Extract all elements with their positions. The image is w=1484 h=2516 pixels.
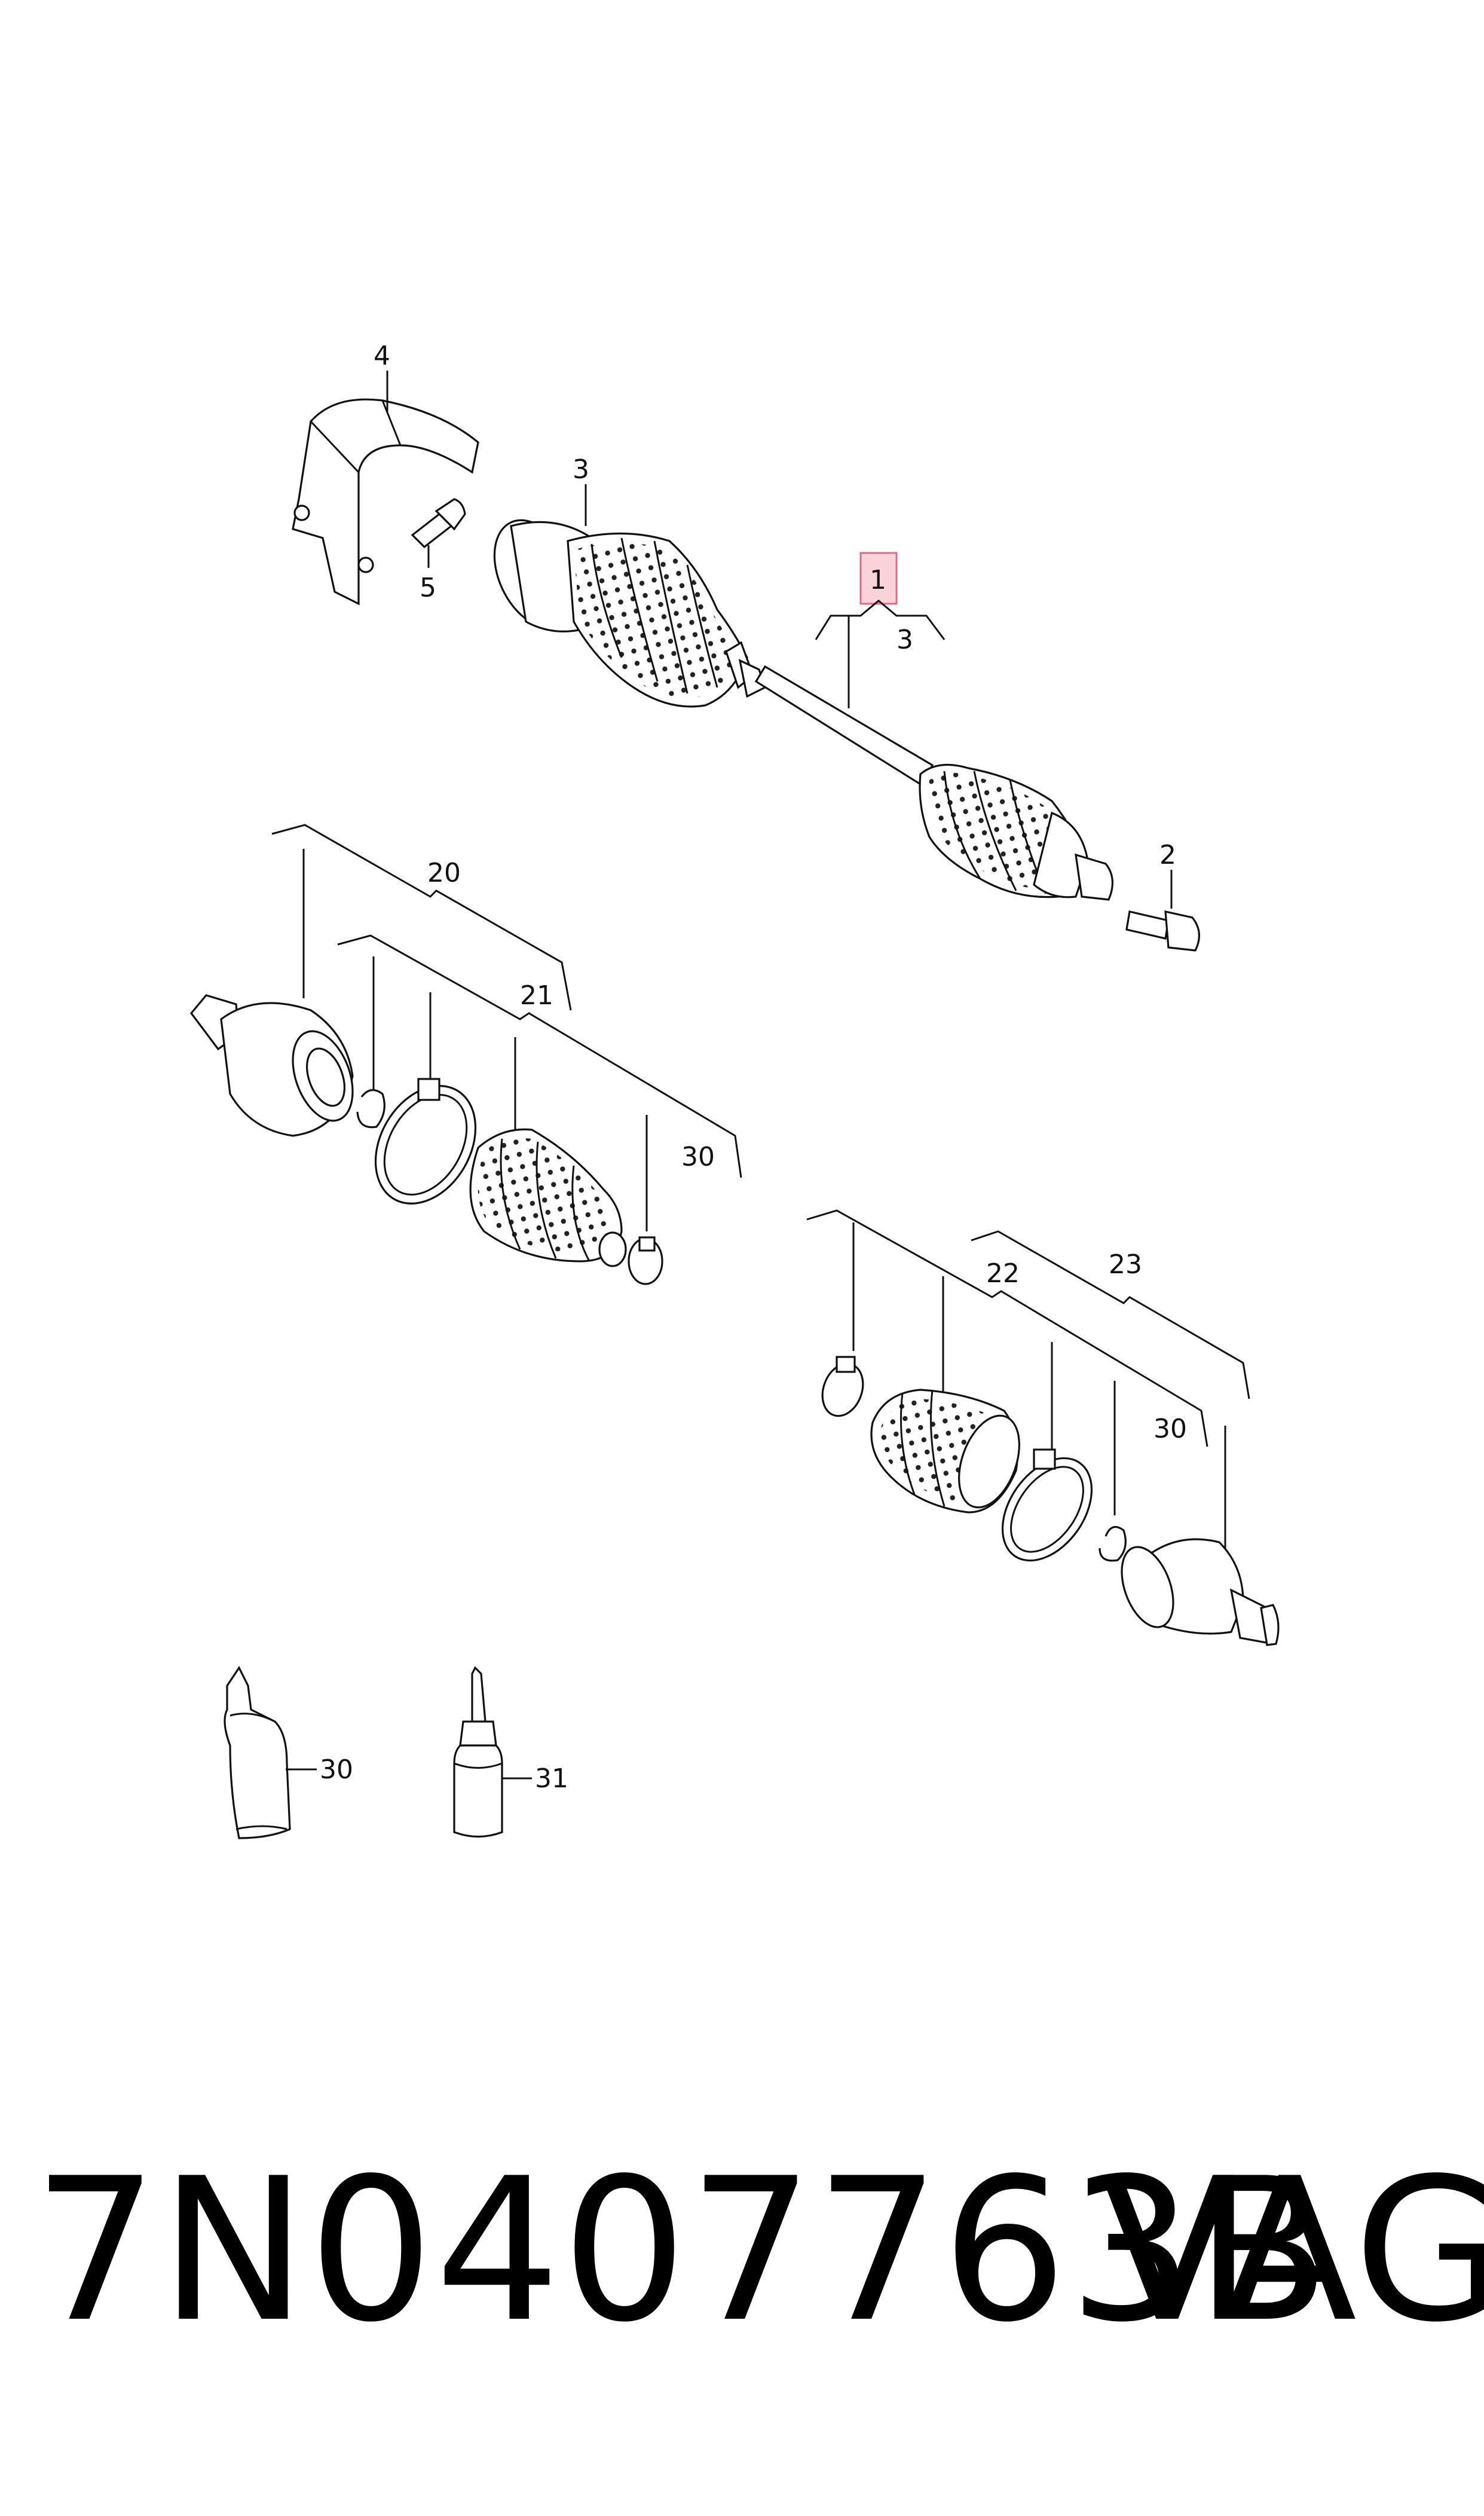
part-number-label: 7N0407763B (33, 2136, 1332, 2365)
callout-4: 4 (374, 341, 390, 371)
cv-joint-outer-left (189, 994, 354, 1137)
exploded-parts-diagram: 4 5 3 1 3 (189, 341, 1280, 1839)
clamp-large-right (1001, 1448, 1093, 1562)
callout-23: 23 (1109, 1249, 1142, 1280)
clamp-small-left (628, 1236, 663, 1285)
callout-3-top: 3 (573, 454, 589, 485)
boot-right (870, 1389, 1020, 1514)
callout-3-sub: 3 (896, 625, 913, 655)
bolt-5 (411, 498, 466, 549)
callout-22: 22 (986, 1258, 1020, 1289)
sealant-bottle (453, 1666, 503, 1838)
bolt-2 (1125, 910, 1200, 952)
callout-5: 5 (420, 573, 436, 603)
callout-20: 20 (427, 858, 461, 888)
circlip-right (1099, 1526, 1127, 1562)
callout-30-b: 30 (1153, 1414, 1187, 1444)
grease-tube (224, 1665, 291, 1839)
callout-21: 21 (520, 980, 553, 1011)
brand-label: VAG (1100, 2136, 1484, 2365)
callout-31: 31 (535, 1763, 568, 1794)
circlip-left (356, 1089, 385, 1129)
callout-2: 2 (1159, 840, 1176, 870)
callout-30-a: 30 (681, 1142, 715, 1172)
boot-left (469, 1128, 627, 1267)
clamp-small-right (821, 1356, 864, 1417)
callout-1: 1 (870, 565, 886, 595)
highlight-box-1 (859, 552, 898, 605)
cv-joint-inner-right (1121, 1538, 1280, 1646)
drive-shaft-assembly (493, 519, 1114, 901)
clamp-large-left (374, 1078, 477, 1204)
heat-shield-bracket (292, 398, 479, 606)
callout-30-c: 30 (320, 1754, 353, 1785)
